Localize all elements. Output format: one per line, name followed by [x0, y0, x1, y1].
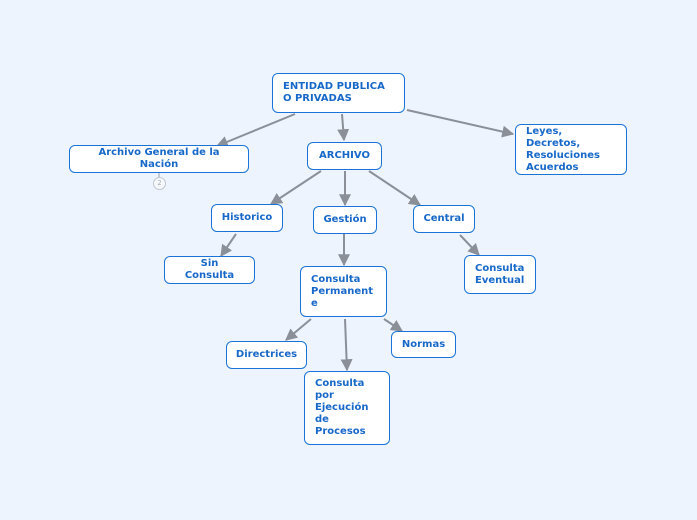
node-gestion[interactable]: Gestión: [313, 206, 377, 234]
node-directrices[interactable]: Directrices: [226, 341, 307, 369]
node-entidad-publica[interactable]: ENTIDAD PUBLICA O PRIVADAS: [272, 73, 405, 113]
node-archivo-general-nacion[interactable]: Archivo General de la Nación: [69, 145, 249, 173]
node-consulta-eventual[interactable]: Consulta Eventual: [464, 255, 536, 294]
edge-consulta-permanente-normas: [383, 318, 403, 332]
edge-archivo-central: [368, 170, 421, 206]
edge-archivo-historico: [269, 170, 322, 205]
node-historico[interactable]: Historico: [211, 204, 283, 232]
node-sin-consulta[interactable]: Sin Consulta: [164, 256, 255, 284]
node-leyes-decretos[interactable]: Leyes, Decretos, Resoluciones Acuerdos: [515, 124, 627, 175]
node-consulta-ejecucion-procesos[interactable]: Consulta por Ejecución de Procesos: [304, 371, 390, 445]
collapsed-children-badge[interactable]: 2: [153, 177, 166, 190]
node-normas[interactable]: Normas: [391, 331, 456, 358]
edge-root-archivo: [337, 113, 350, 142]
node-archivo[interactable]: ARCHIVO: [307, 142, 382, 170]
edge-consulta-permanente-directrices: [285, 318, 312, 341]
node-central[interactable]: Central: [413, 205, 475, 233]
edge-root-leyes: [406, 109, 515, 138]
edge-consulta-permanente-ejecucion: [340, 318, 353, 372]
edge-historico-sin-consulta: [220, 233, 237, 257]
edge-central-consulta-eventual: [459, 234, 480, 256]
node-consulta-permanente[interactable]: Consulta Permanent e: [300, 266, 387, 317]
edge-root-archivo-general: [215, 113, 296, 148]
